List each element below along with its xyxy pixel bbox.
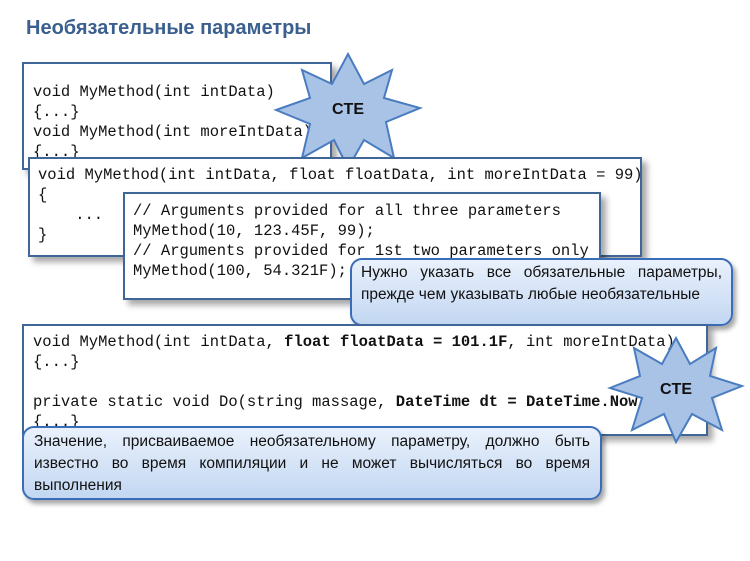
code-default-value: float floatData = 101.1F	[284, 333, 508, 351]
code-line: {...}	[33, 143, 80, 161]
code-line: {...}	[33, 103, 80, 121]
callout-required-first: Нужно указать все обязательные параметры…	[350, 258, 733, 326]
code-line: MyMethod(100, 54.321F);	[133, 262, 347, 280]
code-line: {...}	[33, 353, 80, 371]
code-line: {	[38, 186, 48, 204]
callout-text: Значение, присваиваемое необязательному …	[34, 433, 590, 494]
code-box-default-values: void MyMethod(int intData, float floatDa…	[22, 324, 708, 436]
code-text: private static void Do(string massage,	[33, 393, 396, 411]
cte-badge-label: CTE	[660, 381, 692, 398]
code-box-overloads: void MyMethod(int intData) {...} void My…	[22, 62, 332, 170]
code-comment: // Arguments provided for all three para…	[133, 202, 561, 220]
code-text: , int moreIntData)	[507, 333, 675, 351]
code-line: private static void Do(string massage, D…	[33, 392, 706, 412]
code-line: void MyMethod(int intData)	[33, 83, 275, 101]
cte-star-badge-icon	[607, 335, 745, 445]
code-line: }	[38, 226, 48, 244]
slide-title: Необязательные параметры	[26, 17, 312, 39]
callout-compile-time: Значение, присваиваемое необязательному …	[22, 426, 602, 500]
code-line: ...	[38, 206, 104, 224]
callout-text: Нужно указать все обязательные параметры…	[361, 264, 722, 303]
cte-badge-label: CTE	[332, 101, 364, 118]
code-line: void MyMethod(int intData, float floatDa…	[38, 166, 642, 184]
code-line: void MyMethod(int moreIntData)	[33, 123, 313, 141]
code-line: void MyMethod(int intData, float floatDa…	[33, 332, 706, 352]
code-text: void MyMethod(int intData,	[33, 333, 285, 351]
code-comment: // Arguments provided for 1st two parame…	[133, 242, 589, 260]
code-line: MyMethod(10, 123.45F, 99);	[133, 222, 375, 240]
code-default-value: DateTime dt = DateTime.Now	[395, 393, 638, 411]
